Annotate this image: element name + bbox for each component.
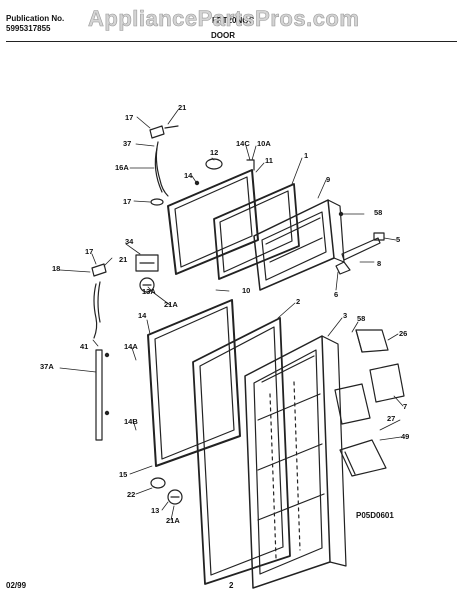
callout-21a-lower: 21A bbox=[166, 516, 180, 525]
callout-14-fresh: 14 bbox=[138, 311, 147, 320]
callout-8: 8 bbox=[377, 259, 381, 268]
callout-58-upper: 58 bbox=[374, 208, 382, 217]
callout-21-mid: 21 bbox=[119, 255, 127, 264]
callout-11: 11 bbox=[265, 156, 273, 165]
callout-37a: 37A bbox=[40, 362, 54, 371]
callout-14a: 14A bbox=[124, 342, 138, 351]
callout-13a: 13A bbox=[142, 287, 156, 296]
callout-10a: 10A bbox=[257, 139, 271, 148]
callout-27: 27 bbox=[387, 414, 395, 423]
callout-22: 22 bbox=[127, 490, 135, 499]
fresh-food-gasket bbox=[192, 317, 291, 585]
diagram-code: P05D0601 bbox=[356, 511, 394, 520]
callout-3: 3 bbox=[343, 311, 347, 320]
callout-13: 13 bbox=[151, 506, 159, 515]
callout-41: 41 bbox=[80, 342, 88, 351]
publication-number: 5995317855 bbox=[6, 24, 51, 33]
callout-15: 15 bbox=[119, 470, 127, 479]
fresh-food-hinge-parts bbox=[91, 254, 183, 505]
header-rule bbox=[6, 41, 457, 42]
callout-14c: 14C bbox=[236, 139, 250, 148]
callout-26: 26 bbox=[399, 329, 407, 338]
callout-17-lower: 17 bbox=[85, 247, 93, 256]
callout-58-lower: 58 bbox=[357, 314, 365, 323]
callout-16a: 16A bbox=[115, 163, 129, 172]
publication-label: Publication No. bbox=[6, 14, 65, 23]
freezer-inner-liner bbox=[253, 199, 345, 291]
leader-lines bbox=[59, 109, 404, 521]
callout-1: 1 bbox=[304, 151, 308, 160]
callout-18: 18 bbox=[52, 264, 60, 273]
callout-14b: 14B bbox=[124, 417, 138, 426]
callout-2: 2 bbox=[296, 297, 300, 306]
callout-21a-upper: 21A bbox=[164, 300, 178, 309]
footer-page: 2 bbox=[229, 581, 234, 590]
callout-34: 34 bbox=[125, 237, 134, 246]
callout-14-freezer: 14 bbox=[184, 171, 193, 180]
fresh-food-inner-liner bbox=[244, 335, 347, 589]
freezer-outer-panel bbox=[167, 169, 259, 275]
fresh-food-outer-panel bbox=[147, 299, 241, 467]
callout-17-mid: 17 bbox=[123, 197, 131, 206]
freezer-gasket bbox=[213, 183, 300, 280]
door-bins bbox=[334, 329, 405, 477]
callout-49: 49 bbox=[401, 432, 409, 441]
callout-5: 5 bbox=[396, 235, 400, 244]
callout-21-top: 21 bbox=[178, 103, 186, 112]
watermark: AppliancePartsPros.com bbox=[88, 6, 360, 32]
callout-37: 37 bbox=[123, 139, 131, 148]
callout-17-top: 17 bbox=[125, 113, 133, 122]
freezer-hinge-parts bbox=[149, 125, 255, 206]
footer-date: 02/99 bbox=[6, 581, 27, 590]
callout-10: 10 bbox=[242, 286, 250, 295]
callout-7: 7 bbox=[403, 402, 407, 411]
callout-9: 9 bbox=[326, 175, 330, 184]
callout-6: 6 bbox=[334, 290, 338, 299]
callout-labels: 21 17 37 12 14C 10A 11 1 16A 14 9 17 58 … bbox=[40, 103, 409, 525]
model-number: FRT20NGC bbox=[212, 16, 255, 25]
section-title: DOOR bbox=[211, 31, 235, 40]
callout-12: 12 bbox=[210, 148, 218, 157]
